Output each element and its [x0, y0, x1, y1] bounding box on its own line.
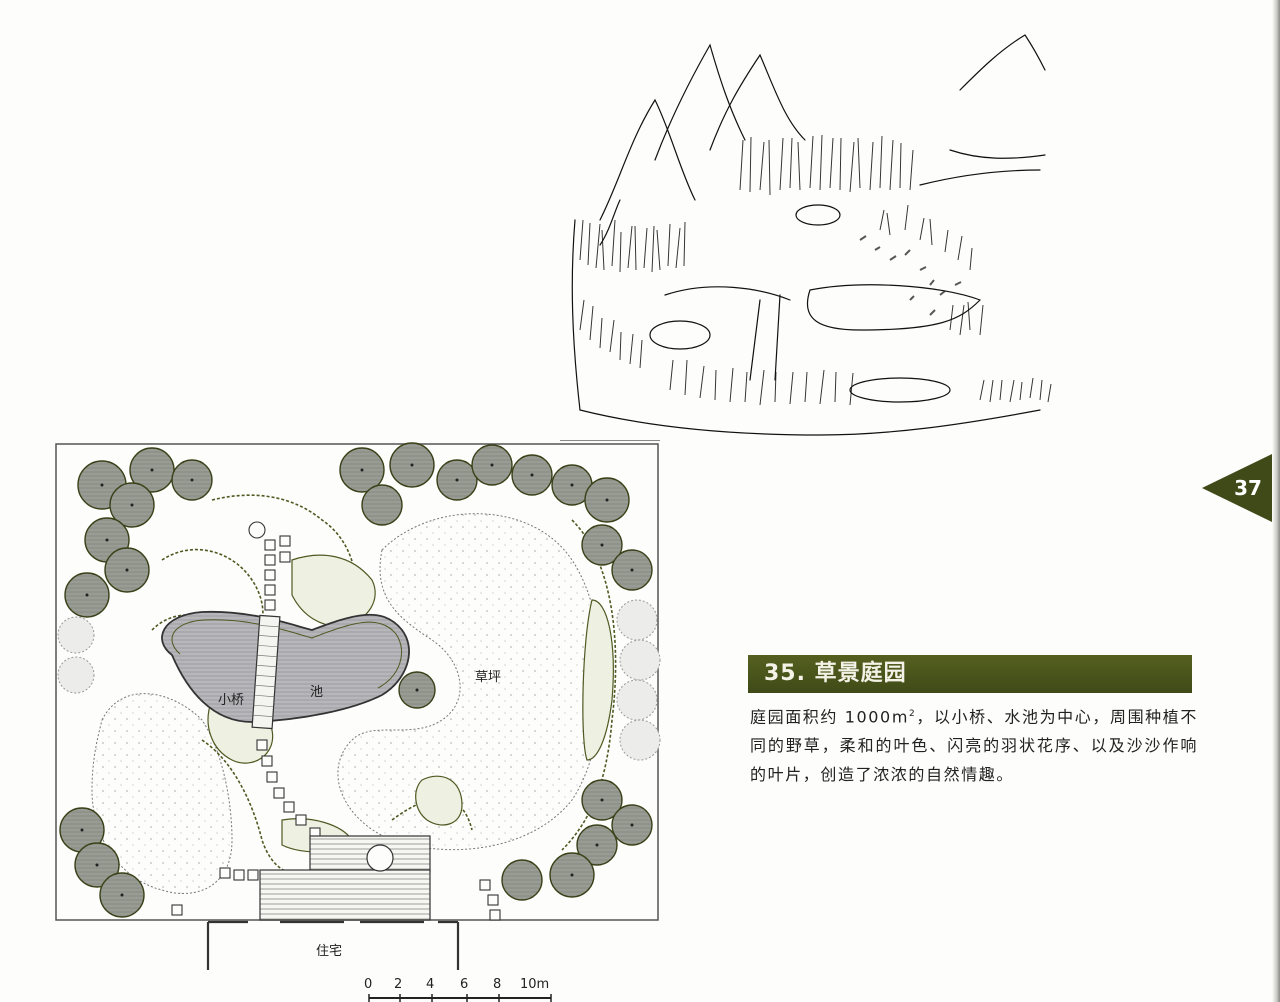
page-edge-shadow [1272, 0, 1280, 1002]
lawn-areas [91, 513, 603, 894]
description-part2: ，以小桥、水池为中心，周围种植不同的野草，柔和的叶色、闪亮的羽状花序、以及沙沙作… [750, 707, 1198, 785]
bridge-label: 小桥 [218, 693, 245, 708]
scale-tick-0: 0 [364, 977, 373, 992]
scale-bar: 0 2 4 6 8 10m [360, 975, 560, 1002]
site-plan [55, 442, 661, 970]
section-title: 35. 草景庭园 [748, 655, 1192, 693]
scale-tick-6: 6 [460, 977, 469, 992]
terrace-deck [259, 835, 431, 921]
description-superscript: 2 [909, 709, 917, 719]
bridge [251, 614, 281, 730]
perspective-sketch [560, 34, 1052, 441]
light-trees [57, 599, 661, 761]
scale-tick-4: 4 [426, 977, 435, 992]
description-part1: 庭园面积约 1000m [750, 707, 910, 727]
scale-tick-10: 10m [520, 977, 550, 992]
lawn-label: 草坪 [475, 670, 502, 685]
house-label: 住宅 [316, 944, 343, 959]
scale-tick-8: 8 [493, 977, 502, 992]
scale-line [368, 994, 552, 1002]
house-walls [206, 920, 460, 970]
stepping-stones [171, 521, 501, 921]
scale-tick-2: 2 [394, 977, 403, 992]
section-description: 庭园面积约 1000m2，以小桥、水池为中心，周围种植不同的野草，柔和的叶色、闪… [750, 700, 1198, 789]
page-tab-arrow [1202, 454, 1272, 522]
pond-label: 池 [310, 685, 324, 700]
page-number: 37 [1234, 476, 1262, 500]
